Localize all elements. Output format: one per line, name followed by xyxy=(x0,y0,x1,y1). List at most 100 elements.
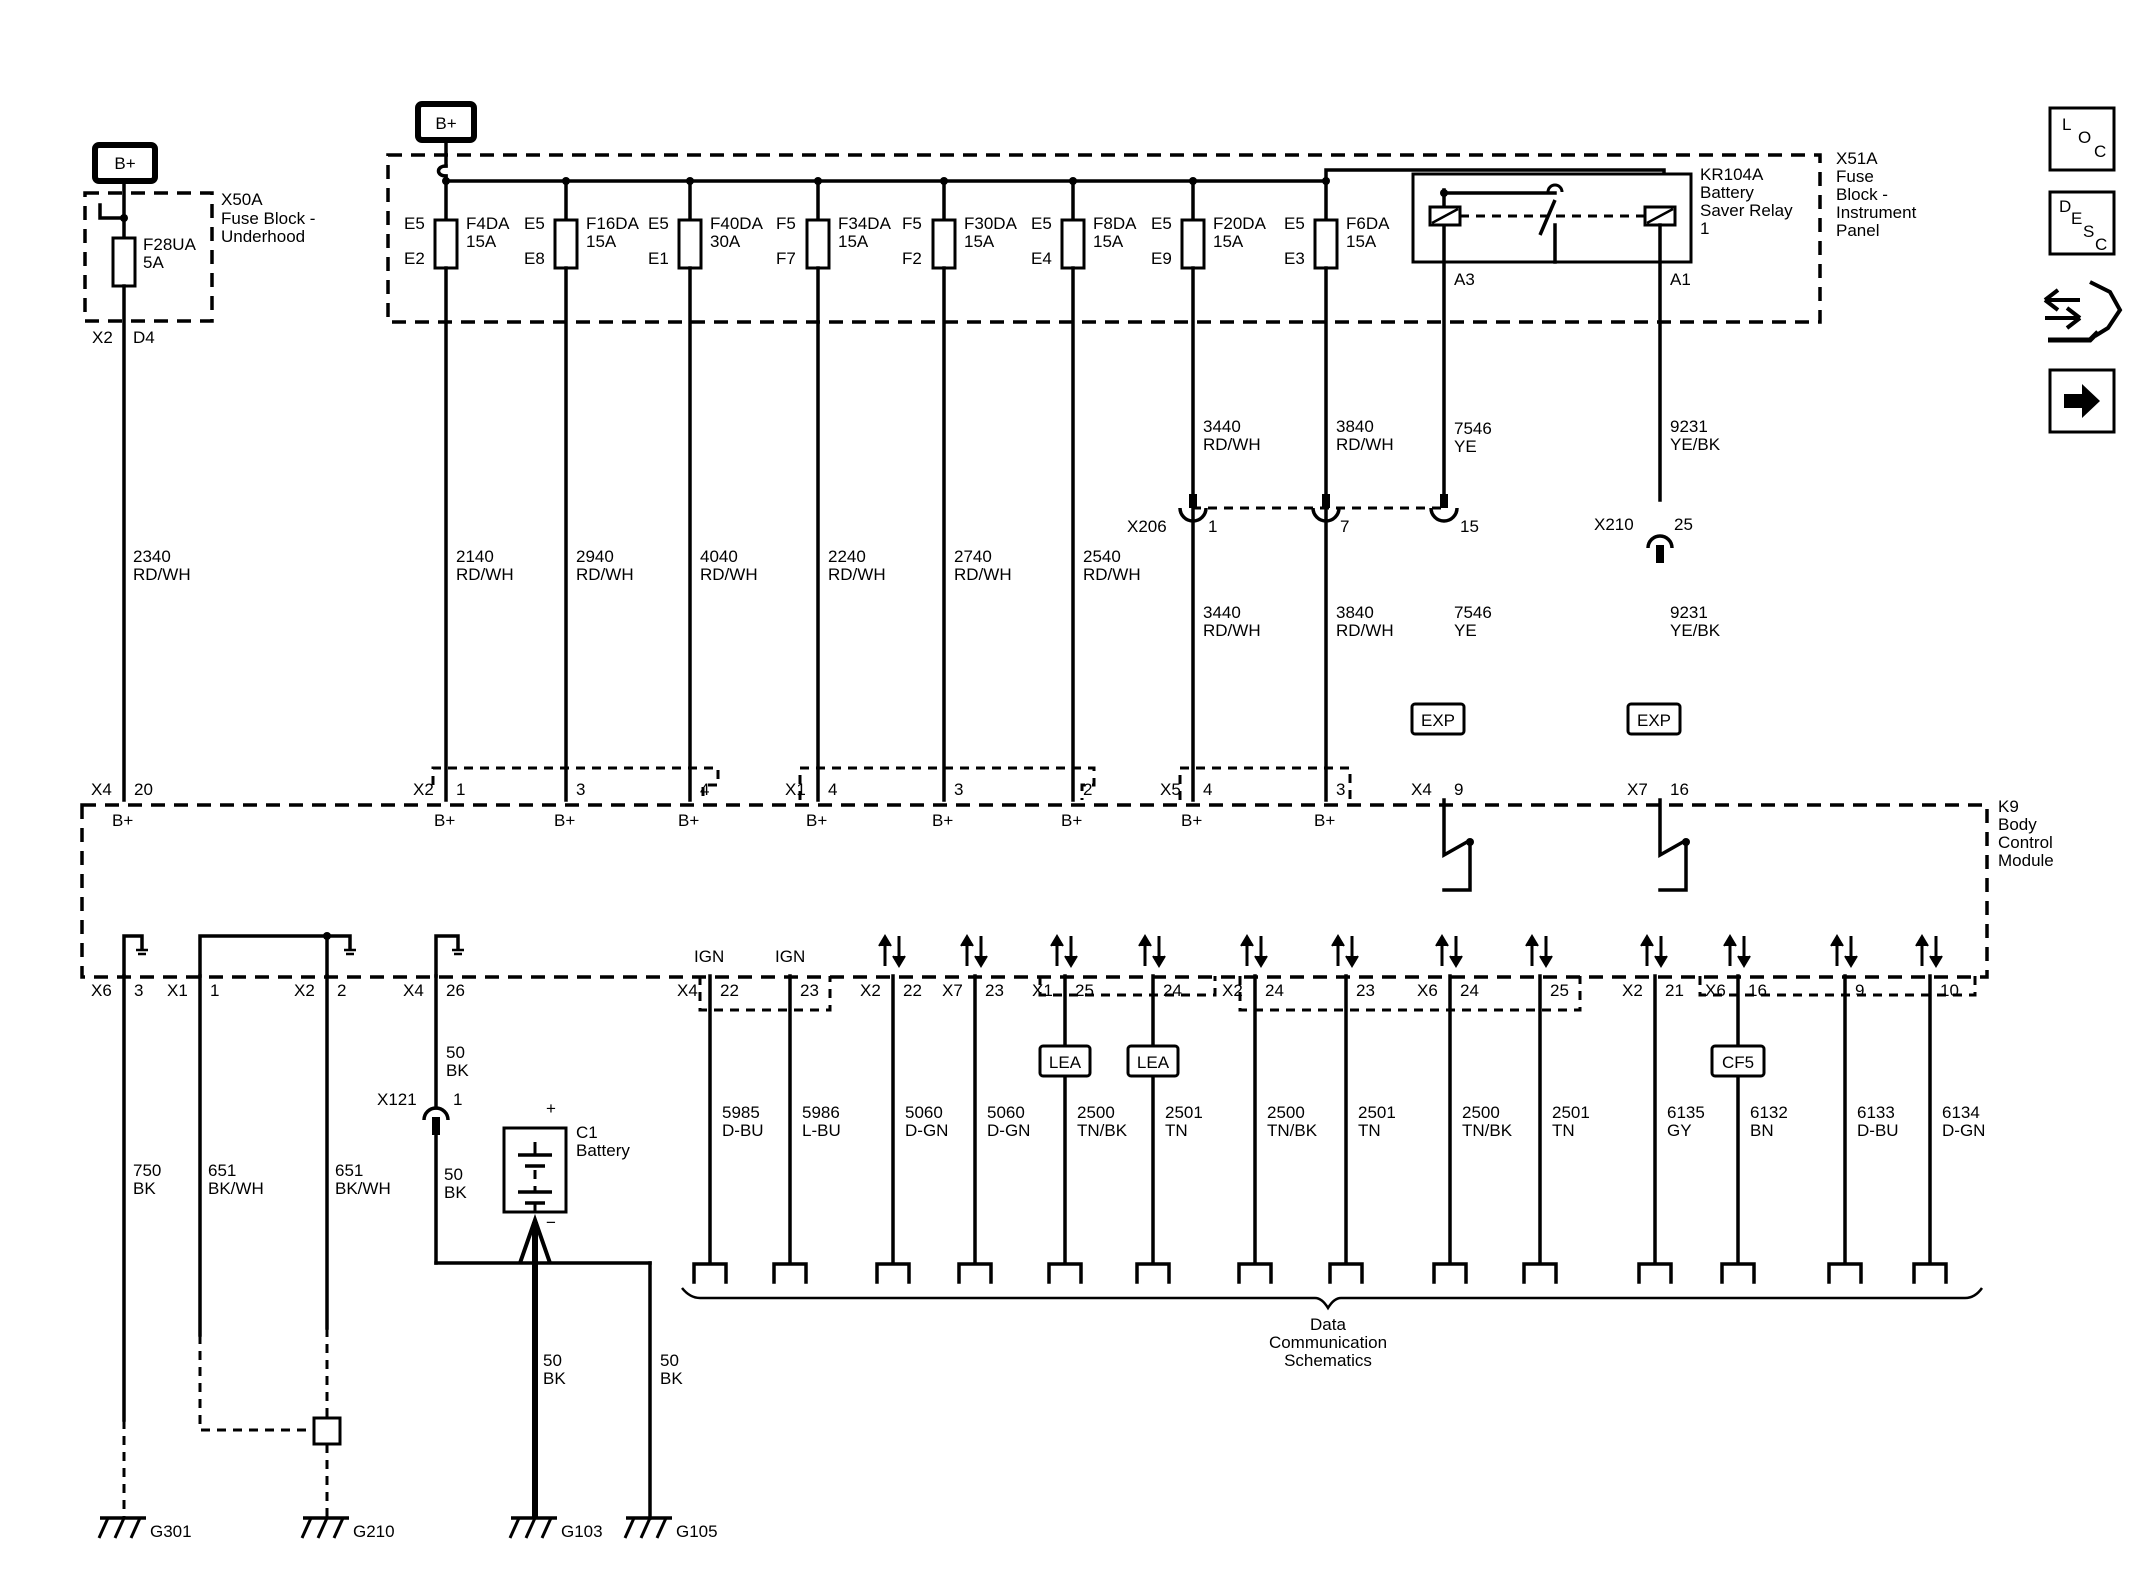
relay-pin-a1: A1 xyxy=(1670,270,1691,289)
connector-pin: 3 xyxy=(134,981,143,1000)
wire-circuit: 5060 xyxy=(987,1103,1025,1122)
x206-socket xyxy=(1429,507,1459,523)
fuse-out-pin: E1 xyxy=(648,249,669,268)
splice-box xyxy=(312,1416,342,1446)
connector-pin: 16 xyxy=(1670,780,1689,799)
connector-id: X4 xyxy=(403,981,424,1000)
svg-text:S: S xyxy=(2083,222,2094,241)
wire-color: D-GN xyxy=(905,1121,948,1140)
battery-circuit: + − C1 Battery X121 1 50 BK 50 BK 50 BK xyxy=(377,974,683,1520)
bidirectional-arrow-icon xyxy=(960,934,988,968)
desc-icon[interactable]: D E S C xyxy=(2048,190,2116,256)
connector-pin: 26 xyxy=(446,981,465,1000)
battery-desc: Battery xyxy=(576,1141,630,1160)
wire-circuit: 6135 xyxy=(1667,1103,1705,1122)
wire-color: BN xyxy=(1750,1121,1774,1140)
pin-label: D4 xyxy=(133,328,155,347)
wire-color: BK/WH xyxy=(335,1179,391,1198)
wire-circuit: 2940 xyxy=(576,547,614,566)
bplus-pin-label: B+ xyxy=(1061,811,1082,830)
ground-circuits xyxy=(122,974,342,1518)
wire-circuit: 7546 xyxy=(1454,419,1492,438)
connector-wrench-icon[interactable] xyxy=(2043,280,2123,343)
wire-color: RD/WH xyxy=(954,565,1012,584)
bidirectional-arrow-icon xyxy=(1331,934,1359,968)
fuse-in-pin: E5 xyxy=(1031,214,1052,233)
fuse-in-pin: F5 xyxy=(776,214,796,233)
connector-pin: 4 xyxy=(700,780,709,799)
wire-circuit: 5986 xyxy=(802,1103,840,1122)
body-control-module: K9 Body Control Module xyxy=(80,766,2054,1012)
connector-id: X2 xyxy=(1222,981,1243,1000)
fuse-out-pin: E9 xyxy=(1151,249,1172,268)
wire-color: BK/WH xyxy=(208,1179,264,1198)
wire-color: RD/WH xyxy=(456,565,514,584)
cf5-box: CF5 xyxy=(1710,1044,1766,1078)
svg-text:L: L xyxy=(2062,115,2071,134)
connector-pin: 24 xyxy=(1163,981,1182,1000)
fuse-in-pin: F5 xyxy=(902,214,922,233)
svg-text:E: E xyxy=(2071,209,2082,228)
next-arrow-icon[interactable] xyxy=(2048,368,2116,434)
wire-label: 50 xyxy=(444,1165,463,1184)
lea-box-2: LEA xyxy=(1126,1044,1180,1078)
wire-circuit: 50 xyxy=(446,1043,465,1062)
relay-pin-a3: A3 xyxy=(1454,270,1475,289)
relay-desc2: Saver Relay xyxy=(1700,201,1793,220)
fuse-out-pin: E3 xyxy=(1284,249,1305,268)
wire-color: BK xyxy=(446,1061,469,1080)
wire-circuit: 7546 xyxy=(1454,603,1492,622)
x51a-desc3: Instrument xyxy=(1836,203,1917,222)
fuse-body xyxy=(1313,218,1339,270)
fuse-rating-label: 15A xyxy=(1346,232,1377,251)
wire-color: RD/WH xyxy=(1203,435,1261,454)
wire-color: D-BU xyxy=(1857,1121,1899,1140)
fuse-id-label: F34DA xyxy=(838,214,892,233)
x210-label: X210 xyxy=(1594,515,1634,534)
connector-id: X7 xyxy=(1627,780,1648,799)
wire-color: RD/WH xyxy=(1203,621,1261,640)
connector-pin: 3 xyxy=(954,780,963,799)
connector-pin: 2 xyxy=(1083,780,1092,799)
fuse-id-label: F8DA xyxy=(1093,214,1137,233)
inline-connector-x210: X210 25 xyxy=(1594,515,1693,534)
bcm-desc2: Control xyxy=(1998,833,2053,852)
fuse-f28ua xyxy=(111,236,137,288)
wire-label: 50 xyxy=(543,1351,562,1370)
wire-color: RD/WH xyxy=(576,565,634,584)
wire-circuit: 2500 xyxy=(1267,1103,1305,1122)
fuse-in-pin: E5 xyxy=(1284,214,1305,233)
fuse-out-pin: E2 xyxy=(404,249,425,268)
wire-color: RD/WH xyxy=(828,565,886,584)
x51a-desc2: Block - xyxy=(1836,185,1888,204)
wire-circuit: 6133 xyxy=(1857,1103,1895,1122)
fuse-rating-label: 15A xyxy=(586,232,617,251)
wire-circuit: 3840 xyxy=(1336,603,1374,622)
exp-box-2: EXP xyxy=(1626,702,1682,736)
svg-text:O: O xyxy=(2078,128,2091,147)
bplus-pin-label: B+ xyxy=(1181,811,1202,830)
connector-pin: 9 xyxy=(1855,981,1864,1000)
wire-color: TN/BK xyxy=(1267,1121,1318,1140)
bplus-pin-label: B+ xyxy=(112,811,133,830)
loc-icon[interactable]: L O C xyxy=(2048,106,2116,172)
wire-color: YE xyxy=(1454,437,1477,456)
wire-color: RD/WH xyxy=(133,565,191,584)
x210-socket xyxy=(1646,534,1674,549)
connector-id: X1 xyxy=(167,981,188,1000)
ground-label: G301 xyxy=(150,1522,192,1541)
wire-color: TN xyxy=(1358,1121,1381,1140)
relay-desc3: 1 xyxy=(1700,219,1709,238)
wire-terminal xyxy=(1432,1262,1468,1284)
